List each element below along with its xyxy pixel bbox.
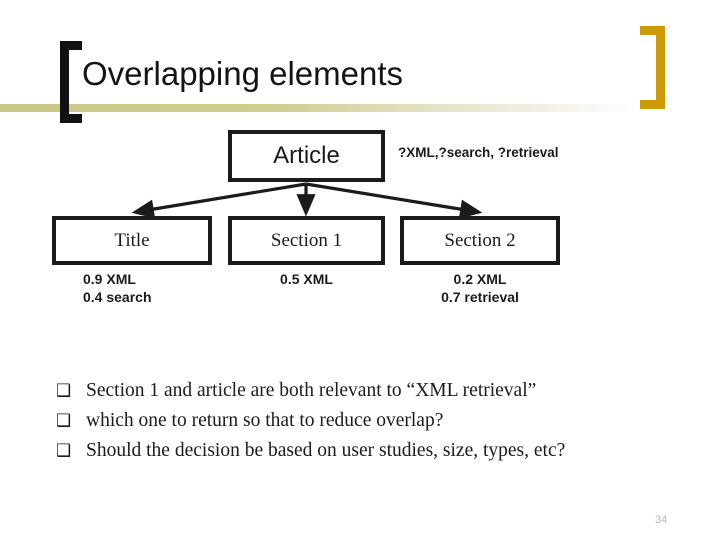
square-bullet-icon: ❑ — [56, 381, 72, 401]
right-bracket-decoration — [640, 26, 665, 109]
query-annotation: ?XML,?search, ?retrieval — [398, 145, 559, 160]
node-box-section2[interactable]: Section 2 — [400, 216, 560, 265]
weights-section2: 0.2 XML 0.7 retrieval — [400, 270, 560, 306]
weights-section1: 0.5 XML — [228, 270, 385, 288]
weights-title: 0.9 XML 0.4 search — [83, 270, 152, 306]
weight-line: 0.4 search — [83, 289, 152, 305]
list-item: ❑ Section 1 and article are both relevan… — [56, 378, 696, 404]
node-label-section2: Section 2 — [444, 230, 516, 251]
list-item: ❑ which one to return so that to reduce … — [56, 408, 696, 434]
page-number: 34 — [655, 514, 668, 526]
node-box-article[interactable]: Article — [228, 130, 385, 182]
title-divider-rule — [0, 104, 640, 112]
weight-line: 0.7 retrieval — [441, 289, 519, 305]
node-label-article: Article — [273, 142, 340, 169]
list-item-text: which one to return so that to reduce ov… — [86, 410, 444, 431]
bullet-list: ❑ Section 1 and article are both relevan… — [56, 378, 696, 468]
connector-article-to-title — [131, 182, 307, 219]
square-bullet-icon: ❑ — [56, 411, 72, 431]
list-item-text: Section 1 and article are both relevant … — [86, 380, 537, 401]
node-box-section1[interactable]: Section 1 — [228, 216, 385, 265]
weight-line: 0.5 XML — [280, 271, 333, 287]
left-bracket-decoration — [60, 41, 82, 123]
node-label-section1: Section 1 — [270, 230, 343, 251]
connector-article-to-section2 — [305, 182, 483, 219]
page-title: Overlapping elements — [82, 55, 404, 92]
square-bullet-icon: ❑ — [56, 441, 72, 461]
list-item: ❑ Should the decision be based on user s… — [56, 438, 696, 464]
node-box-title[interactable]: Title — [52, 216, 212, 265]
list-item-text: Should the decision be based on user stu… — [86, 440, 566, 461]
weight-line: 0.9 XML — [83, 271, 136, 287]
weight-line: 0.2 XML — [453, 271, 507, 287]
node-label-title: Title — [114, 230, 150, 251]
